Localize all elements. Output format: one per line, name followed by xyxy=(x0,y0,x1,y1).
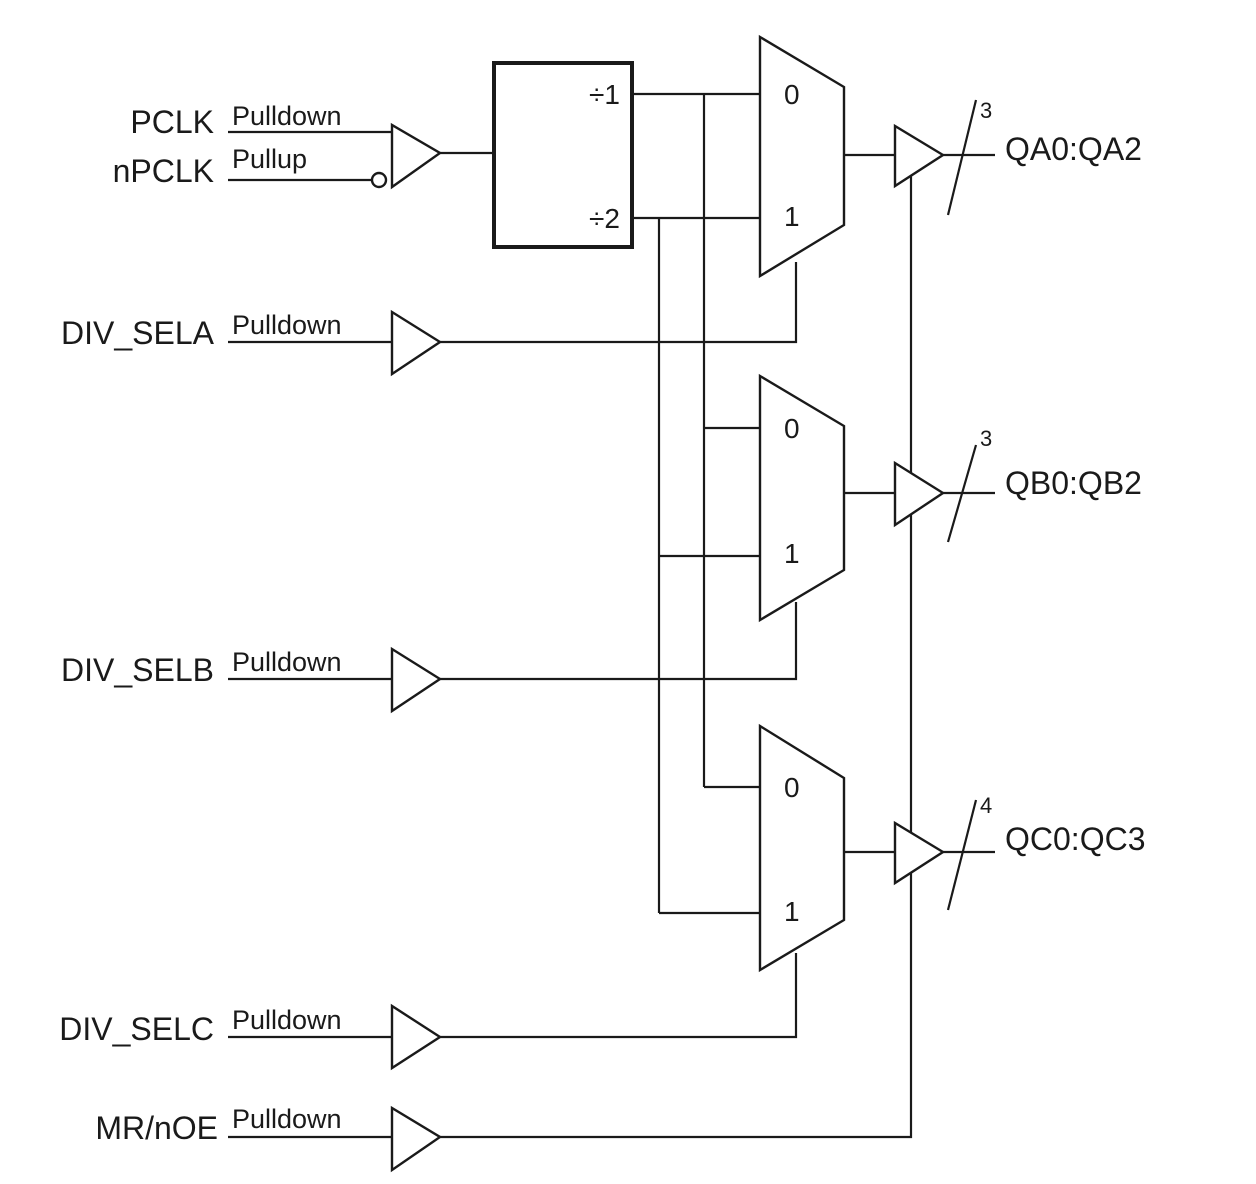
qa-bus-slash xyxy=(946,99,978,216)
mux-c-in0-label: 0 xyxy=(784,772,800,803)
qa-output-label: QA0:QA2 xyxy=(1005,131,1142,167)
npclk-label: nPCLK xyxy=(113,153,214,189)
mr-noe-bias-label: Pulldown xyxy=(232,1104,342,1134)
qa-output-buffer xyxy=(893,123,946,189)
mux-b-in0-label: 0 xyxy=(784,413,800,444)
div-sela-bias-label: Pulldown xyxy=(232,310,342,340)
div-selc-label: DIV_SELC xyxy=(59,1011,214,1047)
divider-div2-label: ÷2 xyxy=(589,203,620,234)
div-sela-buffer xyxy=(390,309,443,377)
mux-b xyxy=(758,373,846,623)
qc-bus-slash xyxy=(946,799,978,911)
div-selc-buffer xyxy=(390,1003,443,1071)
mux-a-in1-label: 1 xyxy=(784,201,800,232)
qc-output-buffer xyxy=(893,820,946,886)
divider-div1-label: ÷1 xyxy=(589,79,620,110)
div-selb-wire-out xyxy=(440,602,798,681)
pclk-bias-label: Pulldown xyxy=(232,101,342,131)
clk-input-buffer xyxy=(390,122,443,190)
qc-bus-width: 4 xyxy=(980,793,992,818)
div-sela-label: DIV_SELA xyxy=(61,315,215,351)
labels: PCLK nPCLK DIV_SELA DIV_SELB DIV_SELC MR… xyxy=(59,79,1145,1146)
qb-bus-slash xyxy=(946,444,978,543)
mr-noe-buffer xyxy=(390,1105,443,1173)
qc-output-label: QC0:QC3 xyxy=(1005,821,1145,857)
div-selb-bias-label: Pulldown xyxy=(232,647,342,677)
mr-noe-label: MR/nOE xyxy=(95,1110,218,1146)
wires xyxy=(228,92,995,1139)
divider-block xyxy=(492,61,634,249)
div-selb-buffer xyxy=(390,646,443,714)
div-selb-label: DIV_SELB xyxy=(61,652,214,688)
qa-bus-width: 3 xyxy=(980,98,992,123)
qb-output-buffer xyxy=(893,460,946,528)
mux-a xyxy=(758,34,846,279)
div-selc-bias-label: Pulldown xyxy=(232,1005,342,1035)
div-selc-wire-out xyxy=(440,953,798,1039)
qb-bus-width: 3 xyxy=(980,426,992,451)
mux-b-in1-label: 1 xyxy=(784,538,800,569)
inversion-bubble xyxy=(370,171,388,189)
output-buffers xyxy=(893,123,946,886)
div-sela-wire-out xyxy=(440,262,798,344)
mux-c xyxy=(758,723,846,973)
mr-noe-wire-out xyxy=(440,170,913,1139)
muxes xyxy=(758,34,846,973)
mux-a-in0-label: 0 xyxy=(784,79,800,110)
npclk-bias-label: Pullup xyxy=(232,144,307,174)
qb-output-label: QB0:QB2 xyxy=(1005,465,1142,501)
mux-c-in1-label: 1 xyxy=(784,896,800,927)
pclk-label: PCLK xyxy=(130,104,214,140)
input-buffers xyxy=(370,122,443,1173)
